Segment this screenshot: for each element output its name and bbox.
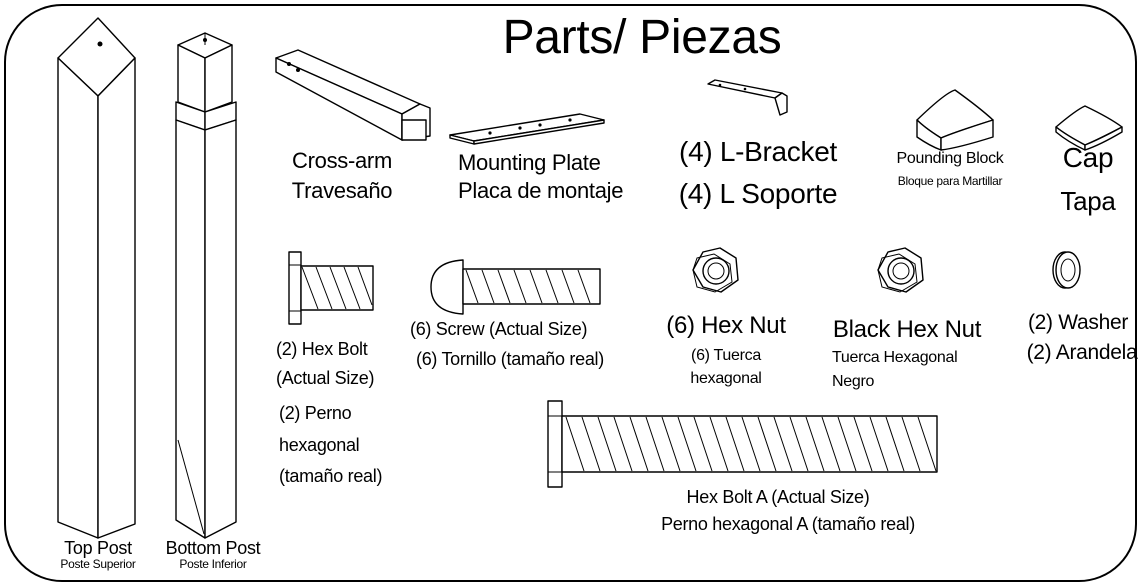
bolt-thread-line	[885, 416, 905, 472]
bolt-thread-line	[789, 416, 809, 472]
bolt-thread-line	[821, 416, 841, 472]
bolt-thread-line	[661, 416, 681, 472]
black-hex-nut-label: Black Hex Nut	[832, 316, 982, 343]
bolt-thread-line	[805, 416, 825, 472]
bolt-thread-line	[725, 416, 745, 472]
hex-bolt-label-1: (2) Hex Bolt	[276, 339, 368, 359]
hex-bolt-drawing	[288, 251, 374, 325]
black-hex-nut-drawing	[877, 247, 924, 293]
black-hex-nut-label-es-1: Tuerca Hexagonal	[832, 349, 958, 366]
page-title: Parts/ Piezas	[502, 11, 782, 64]
bolt-thread-line	[757, 416, 777, 472]
bolt-thread-line	[741, 416, 761, 472]
cap-label: Cap	[1062, 142, 1114, 173]
l-bracket-label: (4) L-Bracket	[679, 136, 837, 167]
bolt-thread-line	[853, 416, 873, 472]
l-bracket-drawing	[707, 79, 788, 116]
hex-bolt-a-label-es: Perno hexagonal A (tamaño real)	[661, 514, 915, 534]
bolt-thread-line	[565, 416, 585, 472]
bolt-thread-line	[869, 416, 889, 472]
bolt-thread-line	[693, 416, 713, 472]
bolt-thread-line	[901, 416, 921, 472]
cap-label-es: Tapa	[1060, 186, 1116, 216]
bottom-post-label: Bottom Post	[165, 538, 261, 558]
hex-nut-label-es-2: hexagonal	[690, 370, 762, 387]
bolt-thread-line	[597, 416, 617, 472]
hex-nut-label-es-1: (6) Tuerca	[691, 347, 761, 364]
bolt-thread-line	[581, 416, 601, 472]
pounding-block-label-es: Bloque para Martillar	[897, 174, 1003, 188]
screw-drawing	[430, 259, 601, 315]
bolt-thread-line	[629, 416, 649, 472]
top-post-drawing	[57, 17, 136, 539]
bolt-thread-line	[837, 416, 857, 472]
mounting-plate-label-es: Placa de montaje	[458, 178, 624, 203]
hex-bolt-label-es-3: (tamaño real)	[279, 466, 383, 486]
screw-label: (6) Screw (Actual Size)	[410, 319, 588, 339]
black-hex-nut-label-es-2: Negro	[832, 373, 875, 390]
bolt-thread-line	[773, 416, 793, 472]
pounding-block-drawing	[916, 89, 994, 151]
washer-label-es: (2) Arandela	[1026, 341, 1138, 364]
top-post-label: Top Post	[64, 538, 132, 558]
cross-arm-label: Cross-arm	[292, 148, 392, 173]
cross-arm-label-es: Travesaño	[291, 178, 393, 203]
mounting-plate-drawing	[449, 113, 605, 145]
washer-label: (2) Washer	[1027, 311, 1129, 334]
bottom-post-drawing	[175, 32, 237, 539]
hex-bolt-a-drawing	[547, 400, 938, 488]
cross-arm-drawing	[275, 49, 431, 141]
page-border	[4, 4, 1137, 582]
l-bracket-label-es: (4) L Soporte	[678, 178, 838, 209]
bolt-thread-line	[613, 416, 633, 472]
top-post-label-es: Poste Superior	[60, 557, 136, 571]
screw-label-es: (6) Tornillo (tamaño real)	[416, 349, 604, 369]
hex-bolt-a-label: Hex Bolt A (Actual Size)	[686, 487, 870, 507]
pounding-block-label: Pounding Block	[896, 150, 1004, 167]
bolt-thread-line	[645, 416, 665, 472]
bolt-thread-line	[677, 416, 697, 472]
hex-bolt-label-es-1: (2) Perno	[279, 403, 352, 423]
hex-bolt-label-es-2: hexagonal	[279, 435, 360, 455]
mounting-plate-label: Mounting Plate	[458, 150, 601, 175]
bolt-thread-line	[917, 416, 937, 472]
bottom-post-label-es: Poste Inferior	[179, 557, 247, 571]
washer-drawing	[1052, 251, 1081, 289]
hex-nut-drawing	[692, 247, 739, 293]
cap-drawing	[1055, 105, 1123, 151]
hex-nut-label: (6) Hex Nut	[666, 312, 786, 339]
bolt-thread-line	[709, 416, 729, 472]
hex-bolt-label-2: (Actual Size)	[276, 368, 375, 388]
